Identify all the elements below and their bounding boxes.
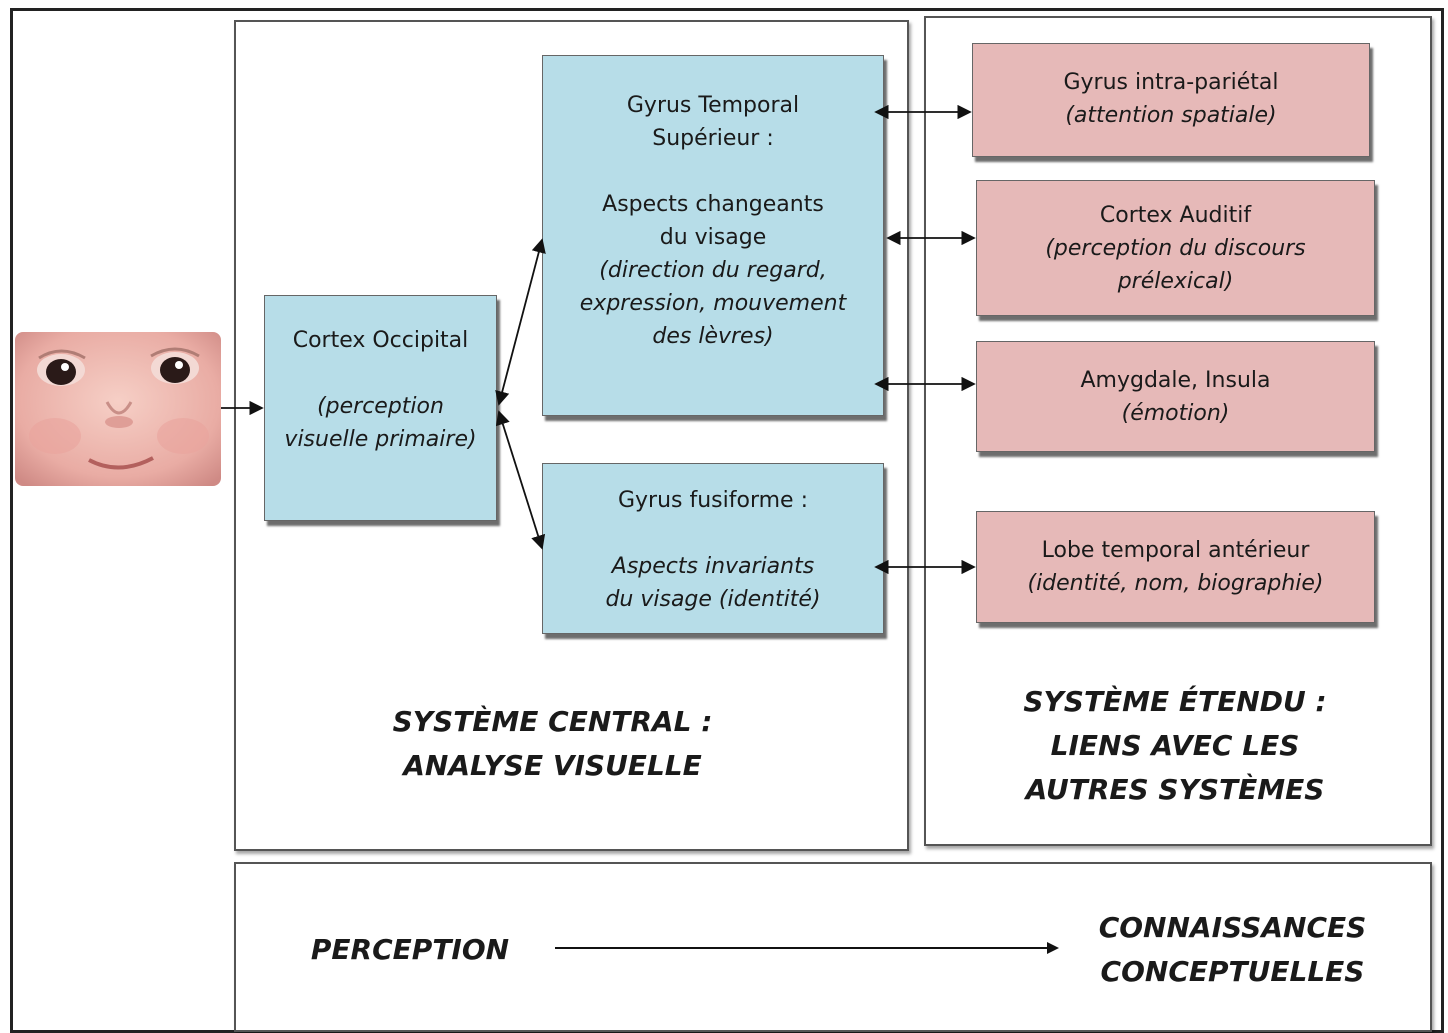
stg-title-line2: Supérieur : [652, 126, 774, 151]
stg-desc-line2: du visage [659, 225, 767, 250]
stg-detail-line2: expression, mouvement [579, 291, 847, 316]
conceptual-knowledge-label: CONNAISSANCES CONCEPTUELLES [1090, 906, 1375, 994]
extended-label-line1: SYSTÈME ÉTENDU : [1023, 685, 1327, 718]
fusiform-desc-line2: du visage (identité) [605, 587, 821, 612]
stg-detail-line3: des lèvres) [652, 324, 774, 349]
fusiform-gyrus-box: Gyrus fusiforme : Aspects invariants du … [542, 463, 884, 634]
occipital-cortex-box: Cortex Occipital (perception visuelle pr… [264, 295, 497, 521]
occipital-desc-line2: visuelle primaire) [284, 427, 477, 452]
intraparietal-desc: (attention spatiale) [1065, 103, 1277, 128]
central-system-label: SYSTÈME CENTRAL : ANALYSE VISUELLE [340, 700, 765, 788]
anterior-temporal-title: Lobe temporal antérieur [1041, 538, 1310, 563]
conceptual-label-line2: CONCEPTUELLES [1100, 955, 1365, 988]
extended-system-label: SYSTÈME ÉTENDU : LIENS AVEC LES AUTRES S… [975, 680, 1375, 812]
auditory-desc-line2: prélexical) [1117, 269, 1234, 294]
stg-detail-line1: (direction du regard, [599, 258, 827, 283]
anterior-temporal-lobe-box: Lobe temporal antérieur (identité, nom, … [976, 511, 1375, 623]
central-label-line1: SYSTÈME CENTRAL : [392, 705, 713, 738]
occipital-to-fusiform-arrow [495, 410, 546, 550]
extended-label-line3: AUTRES SYSTÈMES [1025, 773, 1325, 806]
face-icon [15, 332, 221, 486]
central-label-line2: ANALYSE VISUELLE [403, 749, 702, 782]
amygdala-title: Amygdale, Insula [1080, 368, 1271, 393]
extended-label-line2: LIENS AVEC LES [1050, 729, 1300, 762]
auditory-cortex-box: Cortex Auditif (perception du discours p… [976, 180, 1375, 316]
intraparietal-gyrus-box: Gyrus intra-pariétal (attention spatiale… [972, 43, 1370, 157]
perception-label: PERCEPTION [310, 933, 510, 966]
auditory-desc-line1: (perception du discours [1045, 236, 1306, 261]
superior-temporal-gyrus-box: Gyrus Temporal Supérieur : Aspects chang… [542, 55, 884, 416]
occipital-to-stg-arrow [495, 238, 546, 406]
intraparietal-title: Gyrus intra-pariétal [1063, 70, 1279, 95]
occipital-title: Cortex Occipital [292, 328, 469, 353]
stg-desc-line1: Aspects changeants [602, 192, 824, 217]
fusiform-desc-line1: Aspects invariants [611, 554, 815, 579]
occipital-desc-line1: (perception [317, 394, 444, 419]
amygdala-desc: (émotion) [1121, 401, 1230, 426]
stg-title-line1: Gyrus Temporal [626, 93, 800, 118]
anterior-temporal-desc: (identité, nom, biographie) [1027, 571, 1324, 596]
conceptual-label-line1: CONNAISSANCES [1098, 911, 1367, 944]
auditory-title: Cortex Auditif [1099, 203, 1252, 228]
fusiform-title: Gyrus fusiforme : [617, 488, 808, 513]
amygdala-insula-box: Amygdale, Insula (émotion) [976, 341, 1375, 452]
baby-face-image [15, 332, 221, 486]
